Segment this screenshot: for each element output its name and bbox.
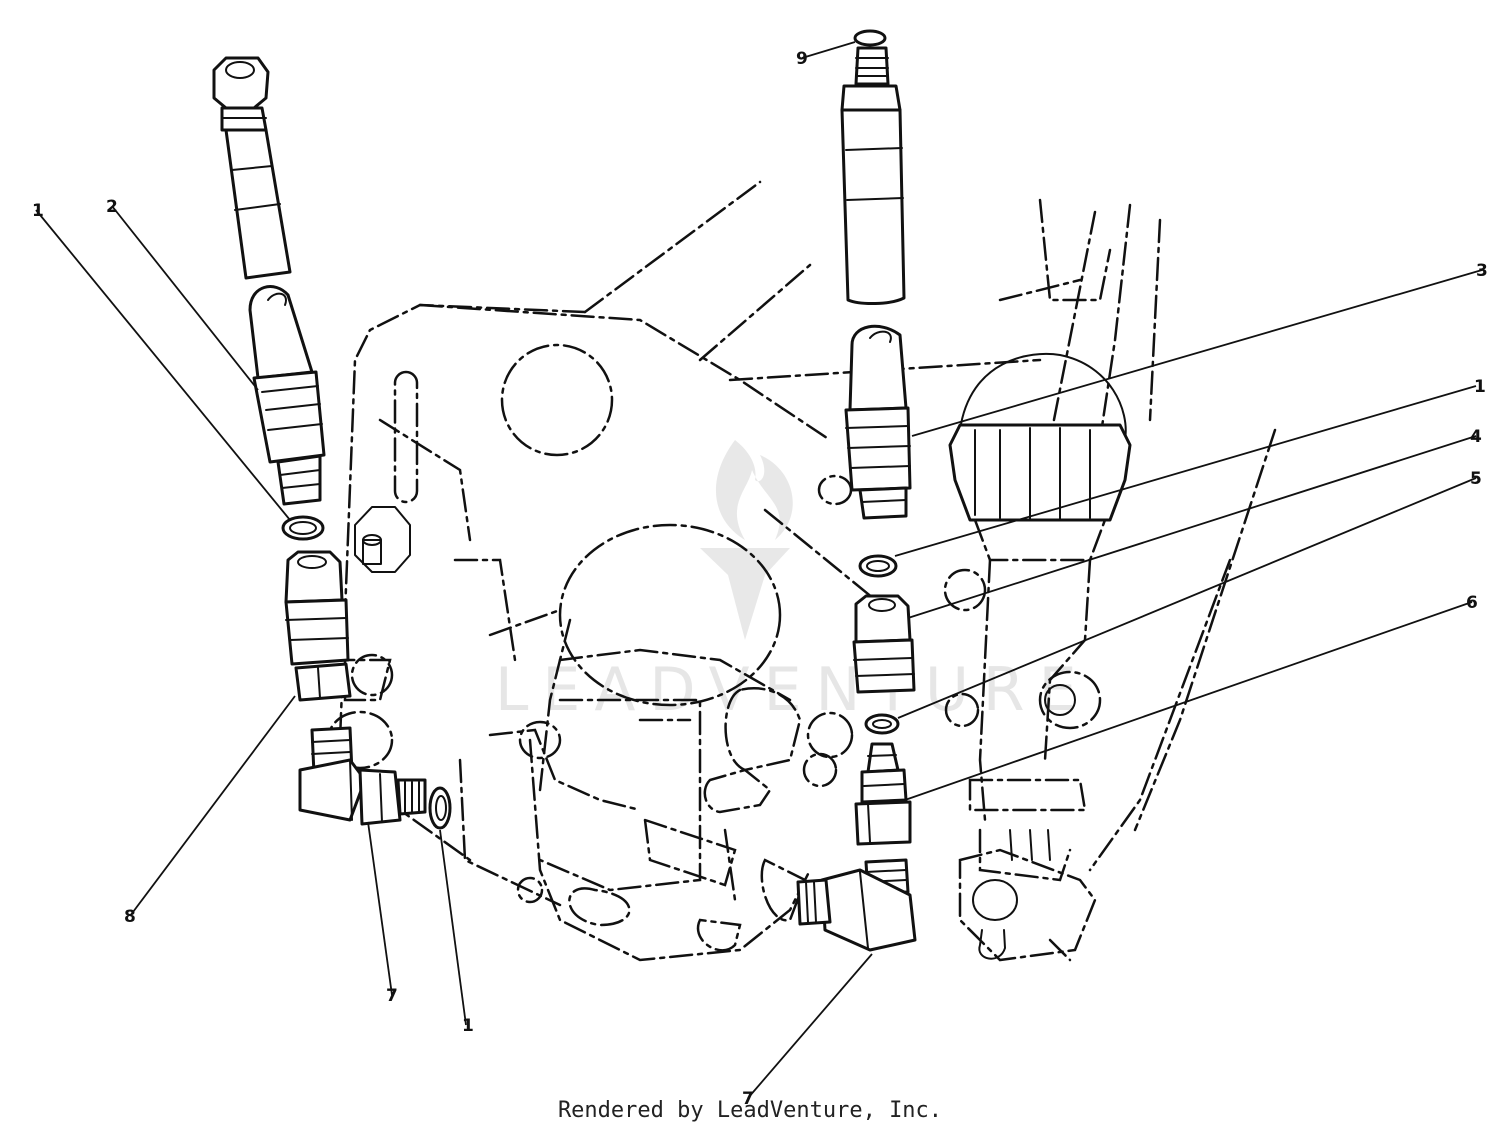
o-ring-right-lower [864, 713, 900, 735]
leader-line-c3 [911, 269, 1483, 437]
leader-line-c7a [367, 821, 393, 996]
watermark-text: LEADVENTURE [495, 655, 1091, 725]
right-hose-assembly [796, 29, 917, 952]
callout-3: 3 [1476, 261, 1488, 281]
leader-lines [35, 41, 1483, 1099]
footer-credit: Rendered by LeadVenture, Inc. [557, 1098, 943, 1123]
callout-1a: 1 [32, 201, 44, 221]
callout-1b: 1 [1474, 377, 1486, 397]
leader-line-c9 [801, 41, 856, 59]
callout-6: 6 [1466, 593, 1478, 613]
pump-body [458, 523, 854, 962]
callout-8: 8 [124, 907, 136, 927]
callout-5: 5 [1470, 469, 1482, 489]
callout-labels: 1 2 9 3 1 4 5 6 8 7 1 7 [32, 49, 1488, 1109]
o-ring-left-upper [281, 515, 325, 541]
callout-7a: 7 [386, 986, 398, 1006]
callout-4: 4 [1470, 427, 1482, 447]
leader-line-c1a [35, 209, 291, 521]
leader-line-c1b [894, 385, 1477, 557]
leader-line-c8 [129, 695, 296, 917]
callout-7b: 7 [742, 1089, 754, 1109]
leader-line-c4 [907, 435, 1477, 619]
o-ring-left-side [428, 786, 452, 830]
leader-line-c2 [111, 205, 259, 391]
tank-assembly [948, 352, 1132, 962]
leader-line-c5 [897, 477, 1477, 719]
o-ring-top [853, 29, 887, 47]
callout-1c: 1 [462, 1016, 474, 1036]
callout-9: 9 [796, 49, 808, 69]
watermark: LEADVENTURE [495, 440, 1091, 725]
leader-line-c6 [904, 601, 1473, 801]
left-hose-assembly [212, 56, 452, 830]
o-ring-right-upper [858, 554, 898, 578]
callout-2: 2 [106, 197, 118, 217]
housing-outline [328, 180, 1277, 872]
leader-line-c1c [439, 829, 467, 1026]
leader-line-c7b [747, 953, 873, 1099]
